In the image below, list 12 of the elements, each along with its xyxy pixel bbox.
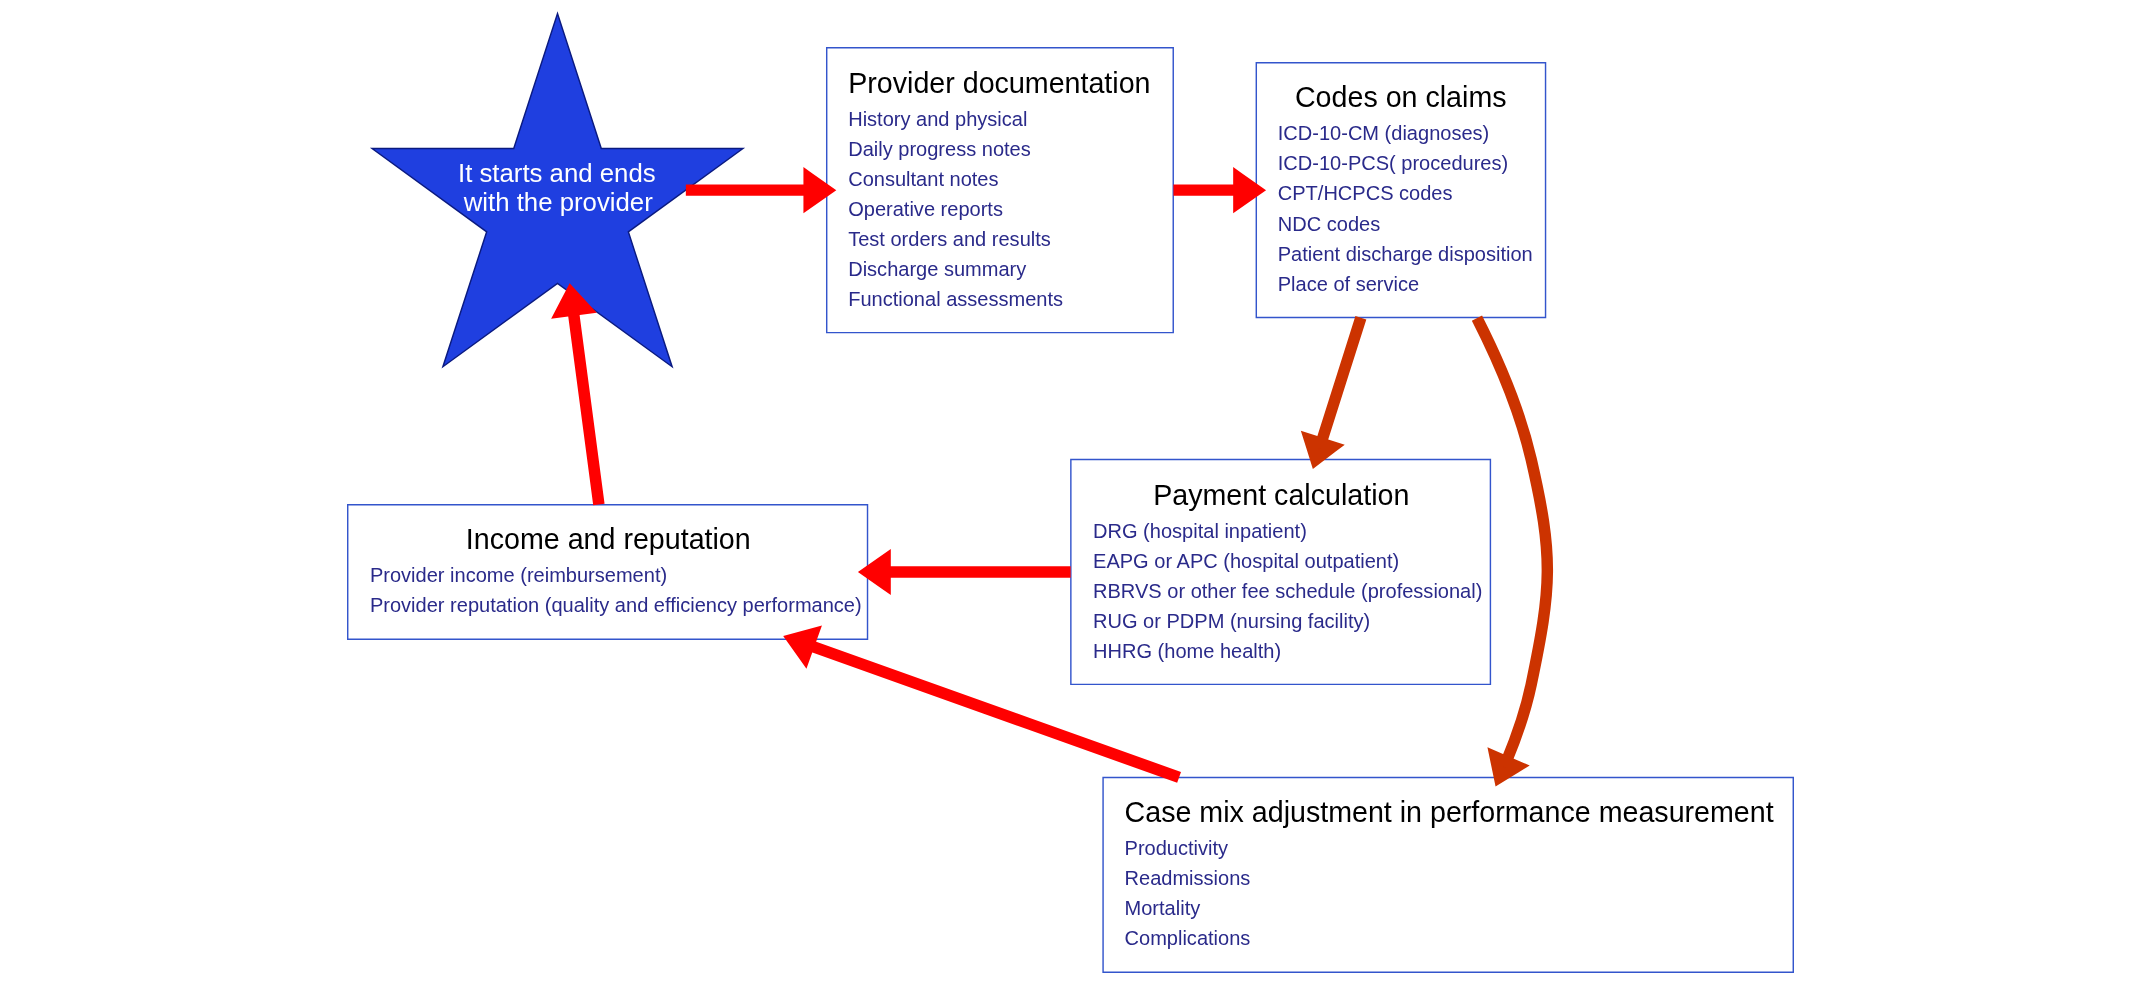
arrow [857,548,1071,595]
arrow [1471,315,1553,787]
node-box: Case mix adjustment in performance measurement Productivity Readmissions Mortality Complications [1102,776,1794,973]
arrow [1173,167,1267,214]
node-box: Provider documentation History and physical Daily progress notes Consultant notes Operative reports Test orders and results Discharge summary Functional assessments [826,46,1174,334]
arrow [783,625,1181,783]
node-box: Payment calculation DRG (hospital inpatient) EAPG or APC (hospital outpatient) RBRVS or other fee schedule (professional) RUG or PDPM (nursing facility) HHRG (home health) [1070,458,1492,686]
arrow [685,167,837,214]
arrow [551,283,605,506]
node-box: Income and reputation Provider income (reimbursement) Provider reputation (quality and efficiency performance) [347,503,869,640]
arrow [1300,316,1367,470]
node-box: Codes on claims ICD-10-CM (diagnoses) ICD-10-PCS( procedures) CPT/HCPCS codes NDC codes Patient discharge disposition Place of service [1255,62,1547,319]
